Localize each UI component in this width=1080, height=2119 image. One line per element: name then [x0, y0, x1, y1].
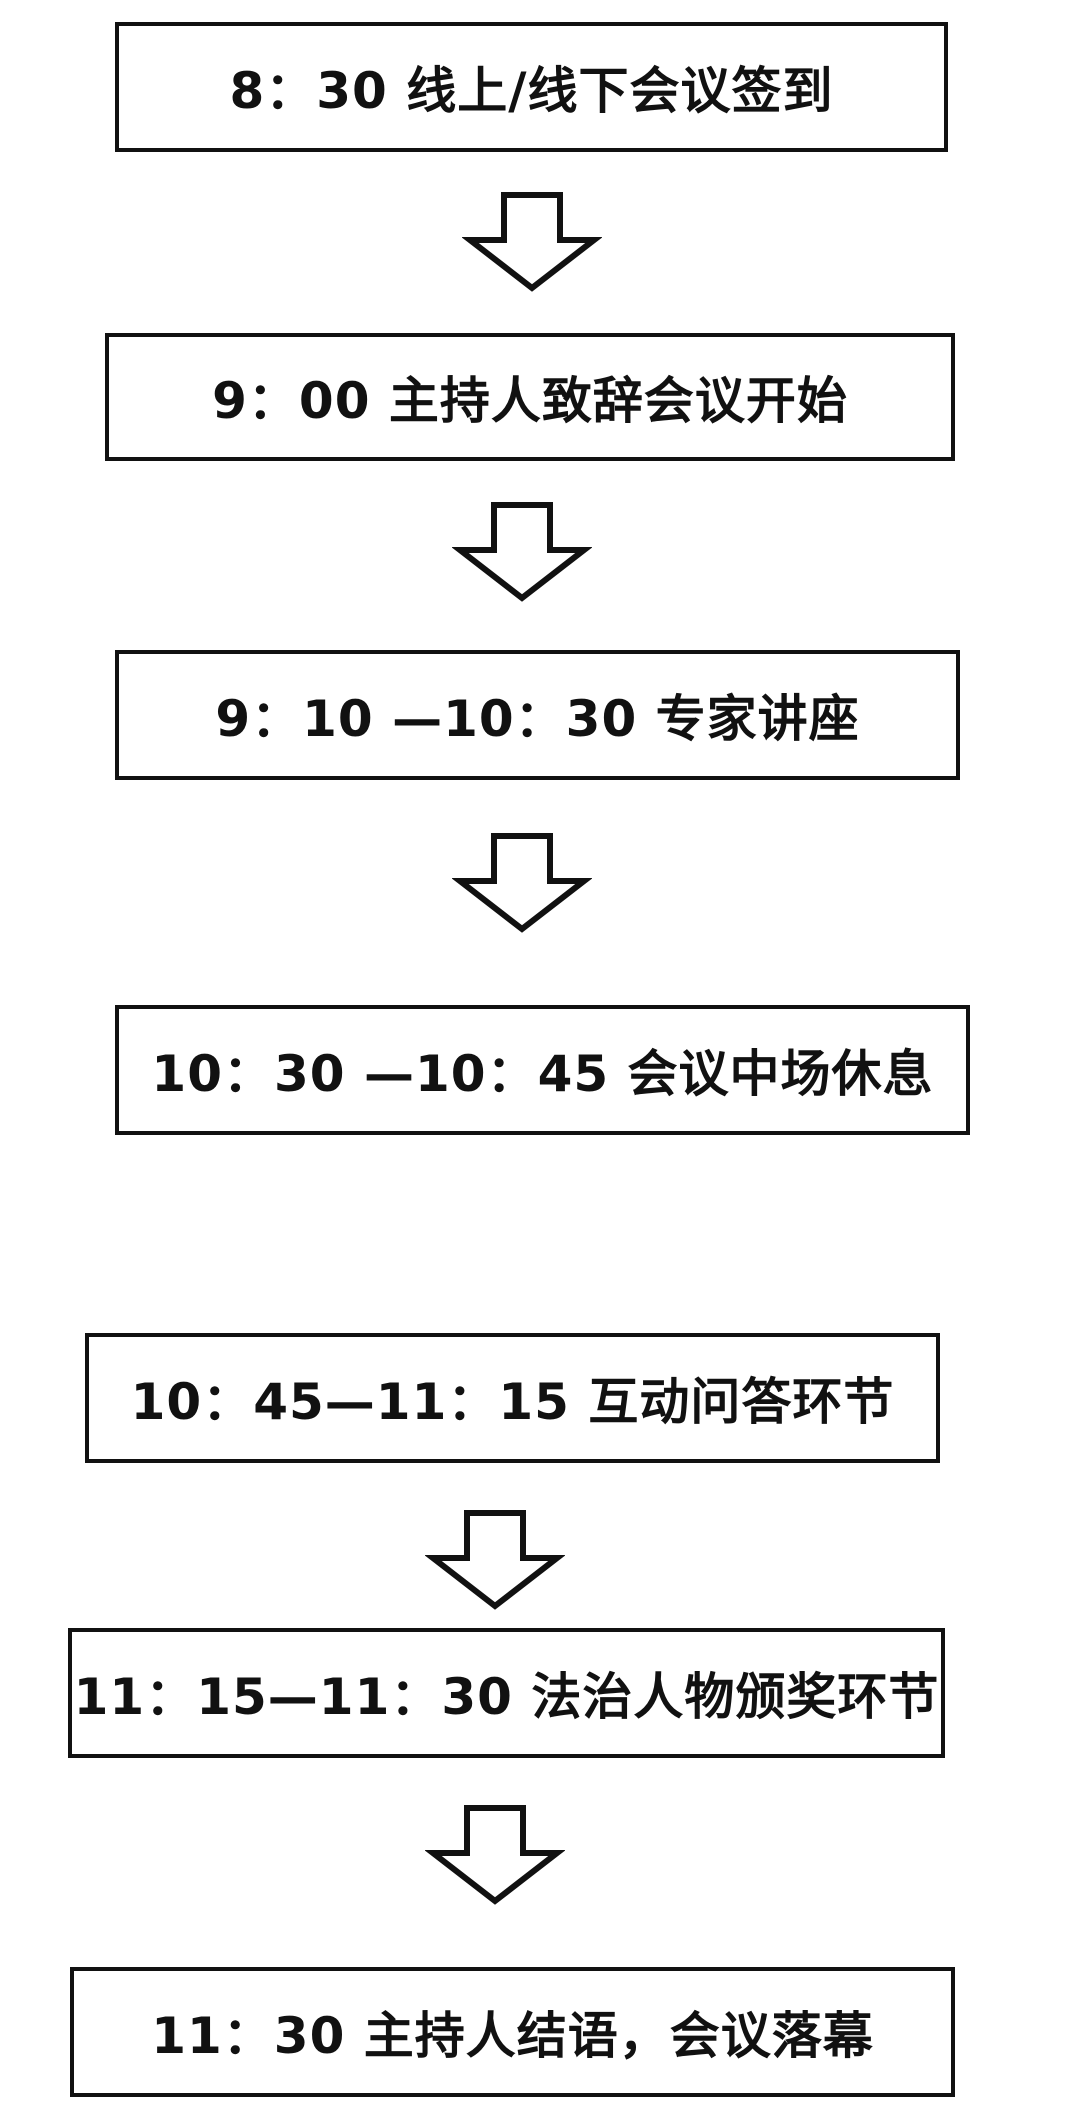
hollow-down-arrow-icon-svg: [452, 502, 592, 602]
flow-step-7: 11：30 主持人结语，会议落幕: [70, 1967, 955, 2097]
hollow-down-arrow-icon-svg: [425, 1805, 565, 1905]
flow-step-5-label: 10：45—11：15 互动问答环节: [130, 1373, 895, 1431]
flow-step-3-label: 9：10 —10：30 专家讲座: [215, 690, 860, 748]
hollow-down-arrow-icon-svg: [462, 192, 602, 292]
hollow-down-arrow-icon: [425, 1805, 565, 1905]
hollow-down-arrow-icon-svg: [452, 833, 592, 933]
flow-step-4: 10：30 —10：45 会议中场休息: [115, 1005, 970, 1135]
hollow-down-arrow-icon: [462, 192, 602, 292]
hollow-down-arrow-icon-svg: [425, 1510, 565, 1610]
flow-step-6: 11：15—11：30 法治人物颁奖环节: [68, 1628, 945, 1758]
flow-step-4-label: 10：30 —10：45 会议中场休息: [151, 1045, 934, 1103]
hollow-down-arrow-icon: [452, 502, 592, 602]
flow-step-6-label: 11：15—11：30 法治人物颁奖环节: [73, 1668, 940, 1726]
flow-step-1: 8：30 线上/线下会议签到: [115, 22, 948, 152]
flow-step-2-label: 9：00 主持人致辞会议开始: [212, 372, 848, 430]
flow-step-2: 9：00 主持人致辞会议开始: [105, 333, 955, 461]
flow-step-1-label: 8：30 线上/线下会议签到: [229, 62, 834, 120]
hollow-down-arrow-icon: [425, 1510, 565, 1610]
flow-step-7-label: 11：30 主持人结语，会议落幕: [151, 2007, 874, 2065]
flow-step-3: 9：10 —10：30 专家讲座: [115, 650, 960, 780]
flow-step-5: 10：45—11：15 互动问答环节: [85, 1333, 940, 1463]
hollow-down-arrow-icon: [452, 833, 592, 933]
